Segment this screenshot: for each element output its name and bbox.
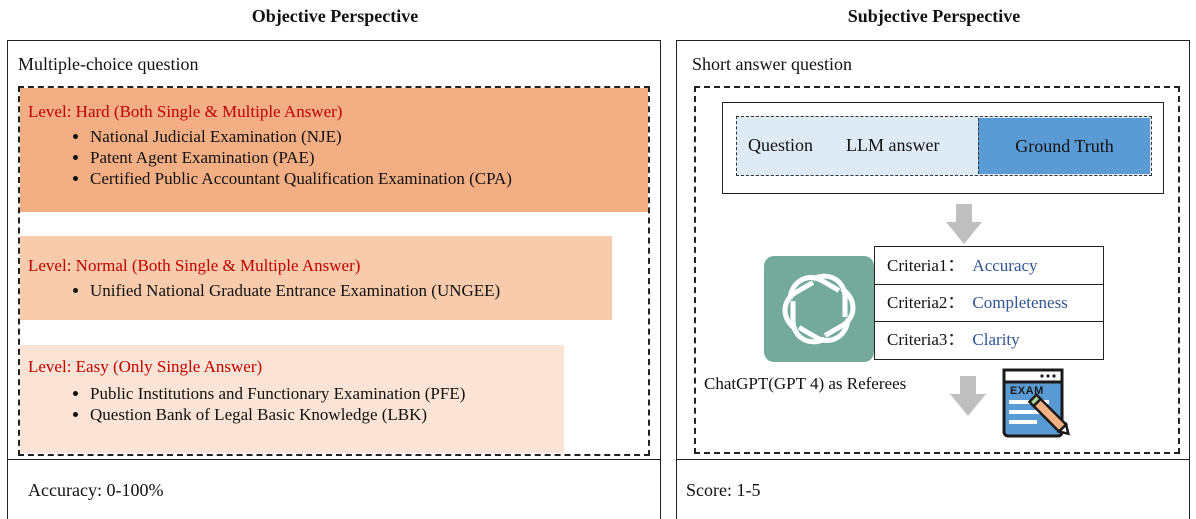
criteria-value: Accuracy — [972, 256, 1038, 275]
objective-heading: Objective Perspective — [251, 6, 419, 26]
objective-metric-panel — [7, 459, 661, 519]
objective-levels-box — [18, 86, 650, 456]
list-item: National Judicial Examination (NJE) — [90, 127, 512, 147]
list-item: Patent Agent Examination (PAE) — [90, 148, 512, 168]
level-normal-list: Unified National Graduate Entrance Exami… — [20, 280, 500, 302]
inputs-outer-box — [722, 102, 1164, 194]
criteria-value: Clarity — [972, 330, 1020, 349]
list-item: Question Bank of Legal Basic Knowledge (… — [90, 405, 465, 425]
criteria-value: Completeness — [972, 293, 1068, 312]
level-easy-list: Public Institutions and Functionary Exam… — [20, 383, 465, 426]
list-item: Unified National Graduate Entrance Exami… — [90, 281, 500, 301]
subjective-process-box — [694, 86, 1180, 454]
subjective-heading: Subjective Perspective — [847, 6, 1021, 26]
subjective-metric-panel — [676, 459, 1190, 519]
subjective-metric: Score: 1-5 — [686, 480, 761, 500]
subjective-question-type: Short answer question — [692, 54, 852, 74]
level-easy-block: Level: Easy (Only Single Answer) Public … — [20, 345, 564, 453]
ground-truth-box: Ground Truth — [978, 118, 1150, 174]
exam-icon-label: EXAM — [1010, 385, 1044, 397]
list-item: Public Institutions and Functionary Exam… — [90, 384, 465, 404]
criteria-row-1: Criteria1： Accuracy — [875, 247, 1103, 285]
criteria-label: Criteria2： — [887, 293, 965, 312]
level-easy-title: Level: Easy (Only Single Answer) — [28, 357, 263, 376]
criteria-row-2: Criteria2： Completeness — [875, 284, 1103, 322]
down-arrow-icon — [950, 376, 986, 416]
exam-paper-icon: EXAM — [1000, 368, 1070, 440]
level-normal-block: Level: Normal (Both Single & Multiple An… — [20, 236, 612, 320]
criteria-row-3: Criteria3： Clarity — [875, 321, 1103, 359]
criteria-table: Criteria1： Accuracy Criteria2： Completenes… — [874, 246, 1104, 360]
down-arrow-icon — [946, 204, 982, 244]
referee-label: ChatGPT(GPT 4) as Referees — [704, 374, 907, 393]
list-item: Certified Public Accountant Qualificatio… — [90, 169, 512, 189]
input-llm-answer: LLM answer — [846, 135, 940, 155]
chatgpt-logo-icon — [764, 256, 874, 362]
level-hard-block: Level: Hard (Both Single & Multiple Answ… — [20, 88, 648, 212]
criteria-label: Criteria3： — [887, 330, 965, 349]
level-hard-title: Level: Hard (Both Single & Multiple Answ… — [28, 102, 343, 121]
input-question: Question — [748, 135, 813, 155]
objective-metric: Accuracy: 0-100% — [28, 480, 164, 500]
criteria-label: Criteria1： — [887, 256, 965, 275]
level-normal-title: Level: Normal (Both Single & Multiple An… — [28, 256, 361, 275]
level-hard-list: National Judicial Examination (NJE) Pate… — [20, 126, 512, 190]
objective-question-type: Multiple-choice question — [18, 54, 199, 74]
